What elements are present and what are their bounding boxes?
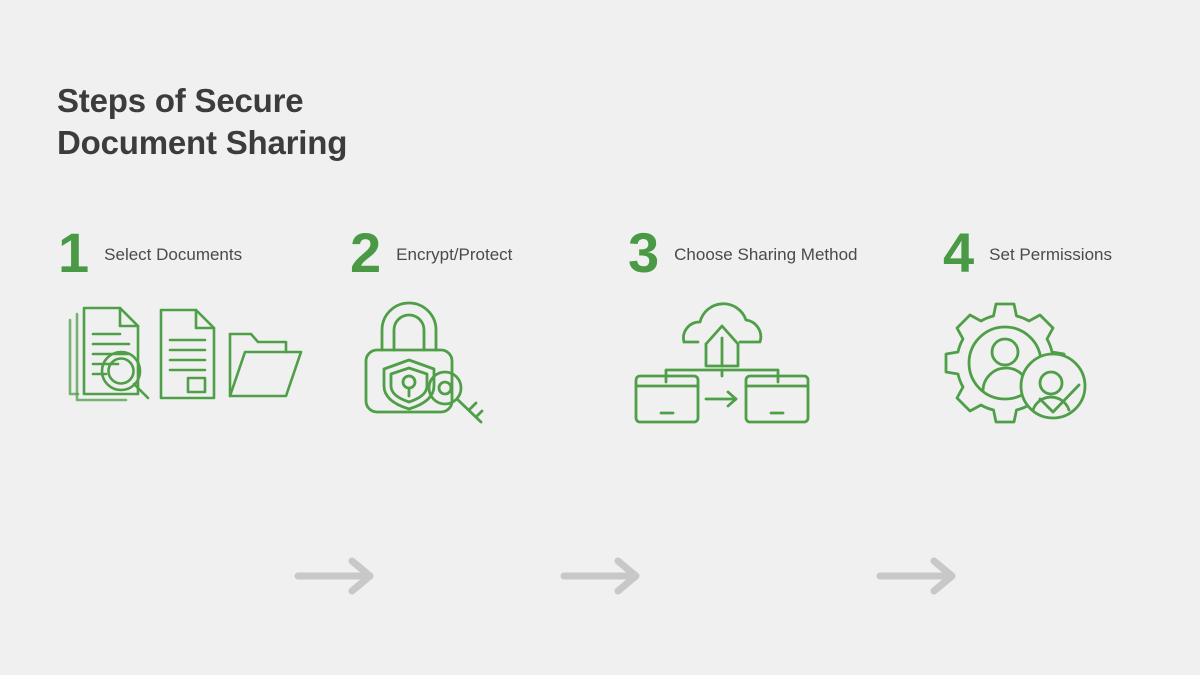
step-label-1: Select Documents — [104, 245, 243, 264]
step-label-3: Choose Sharing Method — [674, 245, 858, 264]
arrow-right-icon — [294, 557, 374, 595]
step-item-3: 3 Choose Sharing Method — [610, 218, 910, 458]
step-header-3: 3 Choose Sharing Method — [628, 218, 858, 288]
connector-arrow-2 — [560, 556, 648, 596]
step-header-4: 4 Set Permissions — [943, 218, 1112, 288]
steps-row: 1 Select Documents — [0, 218, 1200, 595]
gear-user-check-icon — [943, 298, 1093, 424]
connector-arrow-1 — [294, 556, 382, 596]
step-number-2: 2 — [350, 221, 381, 284]
step-item-2: 2 Encrypt/Protect — [332, 218, 632, 458]
step-number-3: 3 — [628, 221, 659, 284]
step-header-2: 2 Encrypt/Protect — [350, 218, 512, 288]
arrow-right-icon — [876, 557, 956, 595]
step-item-1: 1 Select Documents — [40, 218, 340, 458]
step-label-2: Encrypt/Protect — [396, 245, 513, 264]
padlock-shield-key-icon — [350, 298, 490, 424]
cloud-upload-monitors-icon — [628, 298, 810, 424]
step-number-4: 4 — [943, 221, 974, 284]
connector-arrow-3 — [876, 556, 964, 596]
arrow-right-icon — [560, 557, 640, 595]
documents-magnifier-folder-icon — [58, 298, 303, 418]
step-header-1: 1 Select Documents — [58, 218, 242, 288]
step-label-4: Set Permissions — [989, 245, 1112, 264]
step-number-1: 1 — [58, 221, 89, 284]
page-title: Steps of Secure Document Sharing — [57, 82, 348, 162]
step-item-4: 4 Set Permissions — [925, 218, 1200, 458]
